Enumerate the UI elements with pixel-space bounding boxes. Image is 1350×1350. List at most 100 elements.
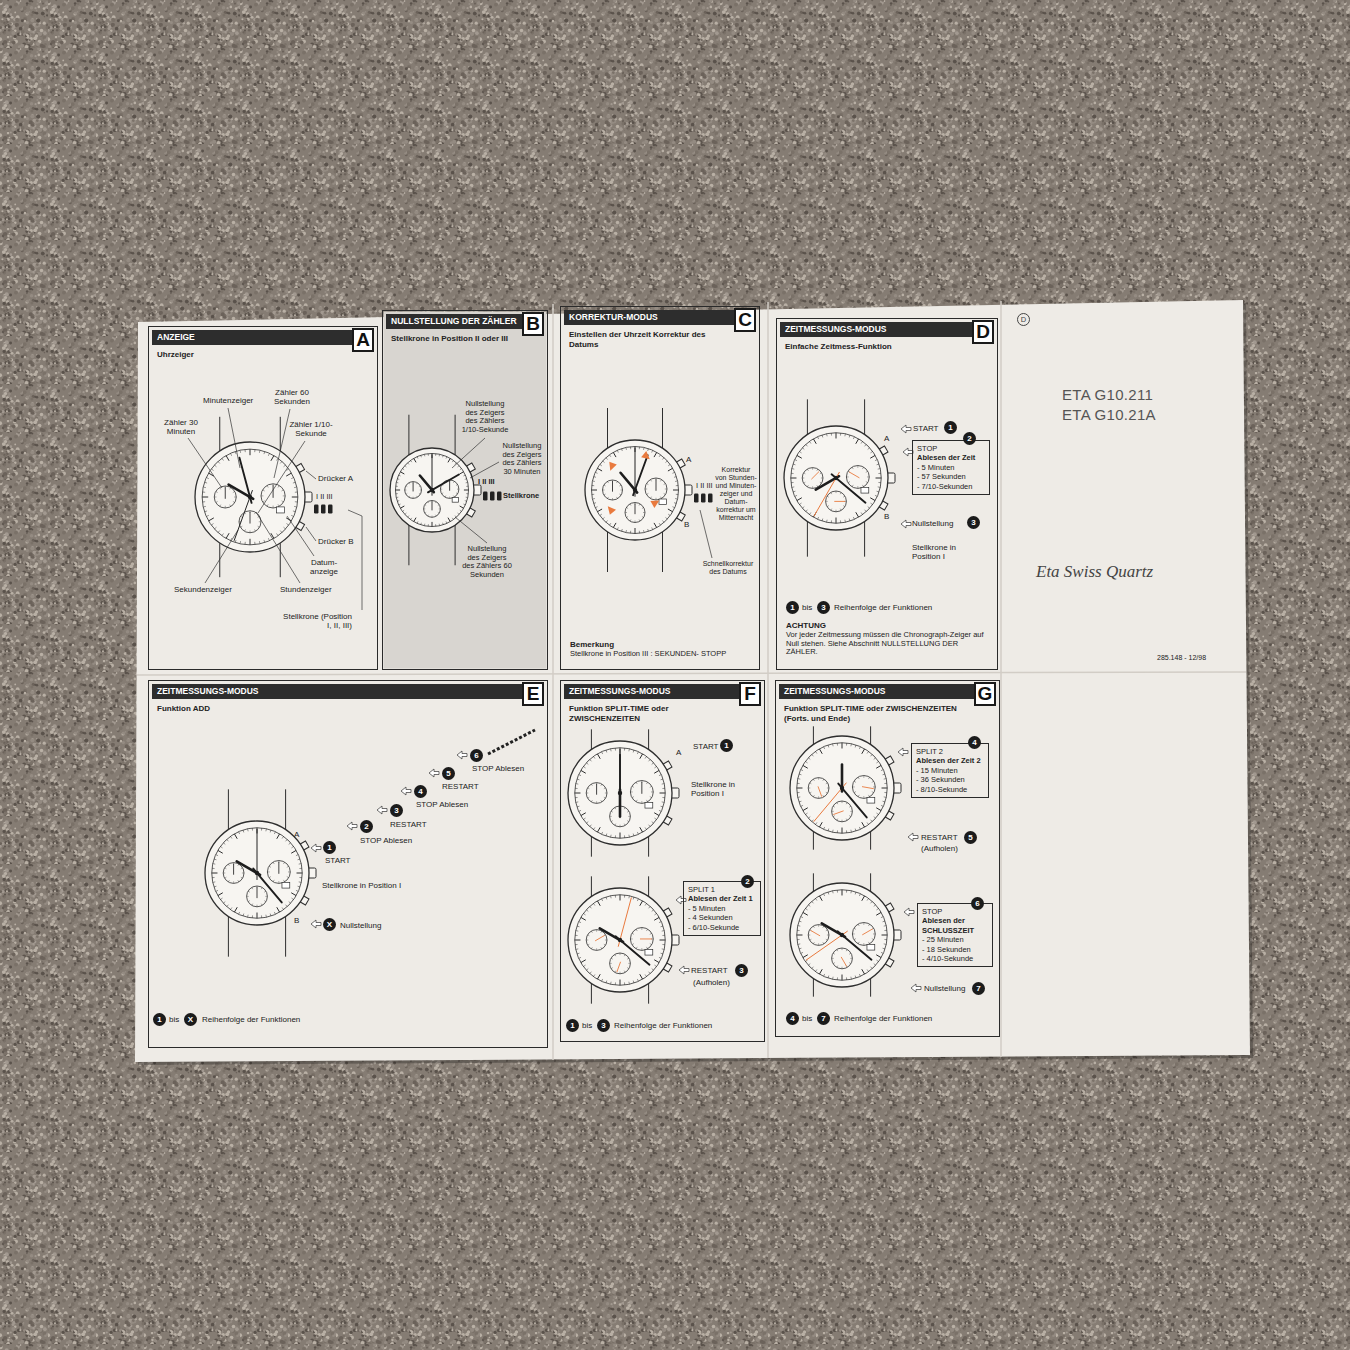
dial-tick <box>270 914 272 916</box>
subdial-tick <box>868 795 869 797</box>
dial-tick <box>597 509 602 512</box>
box-text: - 5 Minuten <box>917 463 985 472</box>
dial-tick <box>284 527 286 529</box>
subdial-tick <box>636 800 637 802</box>
dial-tick <box>606 834 608 836</box>
dial-tick <box>212 868 215 869</box>
dial-tick <box>577 953 579 955</box>
leader-line <box>470 462 499 478</box>
subdial-tick <box>258 526 260 527</box>
dial-tick <box>831 433 832 436</box>
label-text: Stellkrone <box>503 492 539 501</box>
label-text: Reihenfolge der Funktionen <box>834 1014 932 1023</box>
subdial-tick <box>840 492 841 494</box>
subdial-tick <box>230 505 231 507</box>
dial-tick <box>881 952 883 953</box>
dial-tick <box>439 524 440 526</box>
dial-tick <box>240 450 242 453</box>
dial-tick <box>583 766 585 768</box>
dial-tick <box>428 524 429 526</box>
dial-tick <box>812 901 814 903</box>
press-arrow <box>347 822 357 830</box>
dial-tick <box>819 896 822 901</box>
dial-tick <box>859 974 860 976</box>
dial-tick <box>883 921 885 923</box>
watch-hand <box>428 474 459 492</box>
dial-tick <box>652 763 654 765</box>
subdial-tick <box>836 491 837 493</box>
subdial-tick <box>641 928 642 930</box>
dial-tick <box>661 953 663 955</box>
subdial-tick <box>624 807 625 809</box>
subdial-tick <box>408 483 410 484</box>
dial-tick <box>846 743 847 746</box>
subdial-tick <box>810 792 812 793</box>
dial-tick <box>218 893 223 896</box>
subdial-tick <box>419 485 420 487</box>
subdial-tick <box>646 782 647 784</box>
dial-tick <box>222 533 224 535</box>
subdial-tick <box>632 933 634 934</box>
dial-tick <box>400 506 404 508</box>
leader-line <box>205 530 238 583</box>
subdial-tick <box>588 944 590 945</box>
label-text: ACHTUNG <box>786 621 826 630</box>
dial-tick <box>805 813 807 815</box>
dial-tick <box>654 523 657 528</box>
dial-tick <box>842 975 843 981</box>
subdial-tick <box>632 786 634 787</box>
dial-tick <box>809 441 811 443</box>
subdial-tick <box>457 489 459 490</box>
subdial-tick <box>650 797 652 798</box>
dial-tick <box>876 955 881 958</box>
watch-drawing <box>790 726 901 849</box>
label-text: Zähler 1/10-Sekunde <box>282 420 340 438</box>
dial-tick <box>432 522 433 527</box>
dial-tick <box>805 761 807 763</box>
watch-hand <box>617 962 620 972</box>
watch-hand <box>234 490 252 540</box>
dial-tick <box>291 846 293 848</box>
watch-hand <box>849 472 859 478</box>
subdial-tick <box>283 495 285 496</box>
label-text: ETA G10.21A <box>1062 406 1156 423</box>
dial-tick <box>298 859 300 861</box>
bracelet-line <box>285 917 286 957</box>
subdial-tick <box>627 968 629 969</box>
subdial-tick <box>456 484 458 486</box>
label-text: Nullstellung <box>912 519 953 528</box>
hand-pivot <box>618 791 622 795</box>
subdial-tick <box>248 891 250 892</box>
dial-tick <box>590 759 592 761</box>
subdial-tick <box>827 496 829 497</box>
dial-tick <box>420 455 422 457</box>
date-window <box>645 802 653 808</box>
dial-tick <box>824 894 825 896</box>
panel-heading: ANZEIGE <box>157 330 195 345</box>
label-text: B <box>294 916 299 925</box>
bracelet-line <box>870 979 871 997</box>
label-text: (Aufholen) <box>921 844 958 853</box>
subdial-tick <box>831 509 832 511</box>
subdial-tick <box>866 482 868 483</box>
dial-tick <box>870 451 872 453</box>
subdial-tick <box>269 877 271 878</box>
dial-tick <box>594 502 596 504</box>
subdial-tick <box>846 802 847 804</box>
dial-tick <box>661 779 663 781</box>
label-text: Eta Swiss Quartz <box>1036 562 1153 582</box>
subdial-tick <box>261 495 263 496</box>
subdial-tick <box>858 795 859 797</box>
dial-tick <box>575 797 578 798</box>
dial-tick <box>824 974 825 976</box>
dial-tick <box>662 783 665 785</box>
dial-tick <box>637 899 638 901</box>
dial-tick <box>654 913 656 915</box>
subdial-tick <box>439 508 441 509</box>
dial-tick <box>206 515 209 516</box>
hand-pivot <box>834 476 838 480</box>
subdial-tick <box>630 791 632 792</box>
dial-tick <box>883 774 885 776</box>
dial-tick <box>581 770 586 773</box>
subdial-tick <box>646 800 647 802</box>
